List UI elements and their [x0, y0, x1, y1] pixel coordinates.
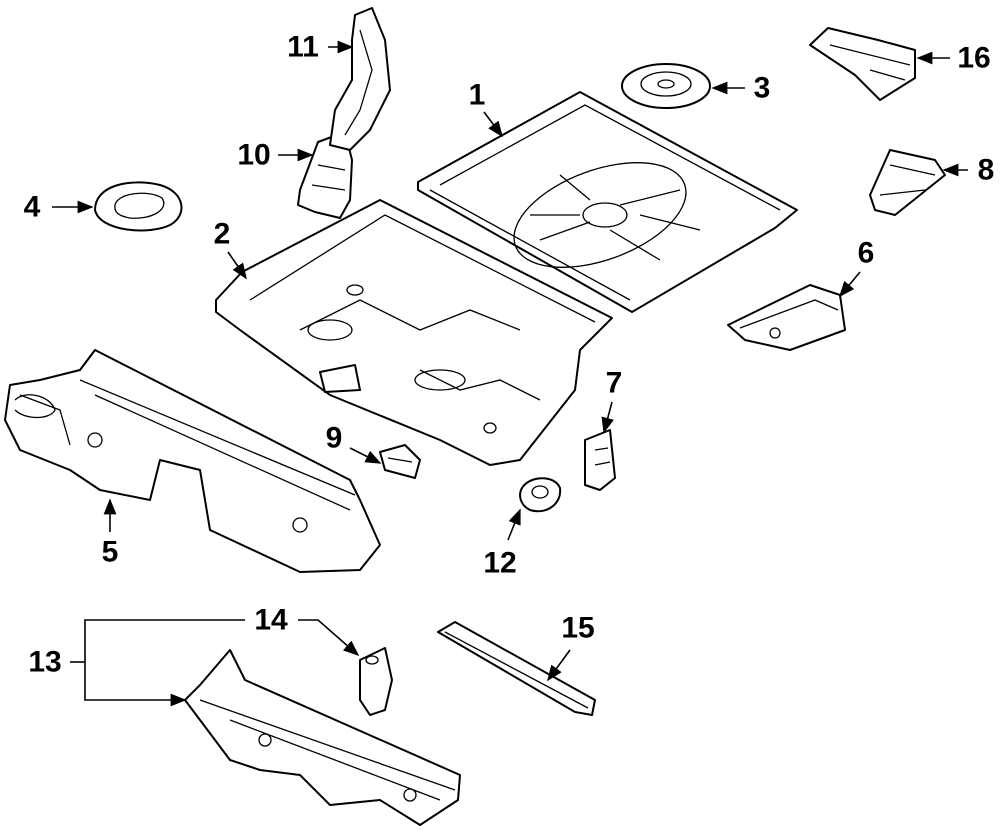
callout-13: 13 [28, 646, 61, 679]
part-15-rail [437, 621, 596, 716]
callout-6: 6 [858, 237, 875, 270]
callout-12: 12 [483, 547, 516, 580]
leader-lines [52, 40, 968, 707]
part-9-bracket [379, 444, 421, 479]
callout-2: 2 [214, 218, 231, 251]
callout-4: 4 [24, 191, 41, 224]
part-7-bracket [584, 429, 616, 491]
part-10-bracket [297, 131, 353, 219]
callout-5: 5 [102, 536, 119, 569]
part-12-bracket [519, 477, 562, 513]
callouts: 1 2 3 4 5 6 7 8 9 10 11 12 13 14 15 16 [24, 31, 995, 679]
callout-3: 3 [754, 72, 771, 105]
part-2-rear-floor [215, 199, 613, 466]
callout-11: 11 [287, 31, 319, 64]
part-16-bracket [809, 27, 916, 101]
part-14-bracket [359, 647, 393, 716]
callout-16: 16 [957, 42, 990, 75]
part-5-rear-panel [4, 349, 381, 573]
callout-15: 15 [561, 612, 594, 645]
part-6-bracket [727, 284, 846, 351]
callout-8: 8 [978, 154, 995, 187]
part-1-trunk-floor [417, 91, 798, 313]
callout-7: 7 [606, 367, 623, 400]
part-8-bracket [869, 149, 946, 216]
part-3-spare-cover [621, 63, 711, 109]
part-4-plug [94, 181, 183, 232]
part-13-crossmember [184, 649, 461, 826]
part-11-extension [329, 7, 391, 151]
callout-14: 14 [254, 604, 288, 637]
callout-9: 9 [326, 422, 343, 455]
callout-10: 10 [237, 139, 270, 172]
callout-1: 1 [469, 79, 486, 112]
